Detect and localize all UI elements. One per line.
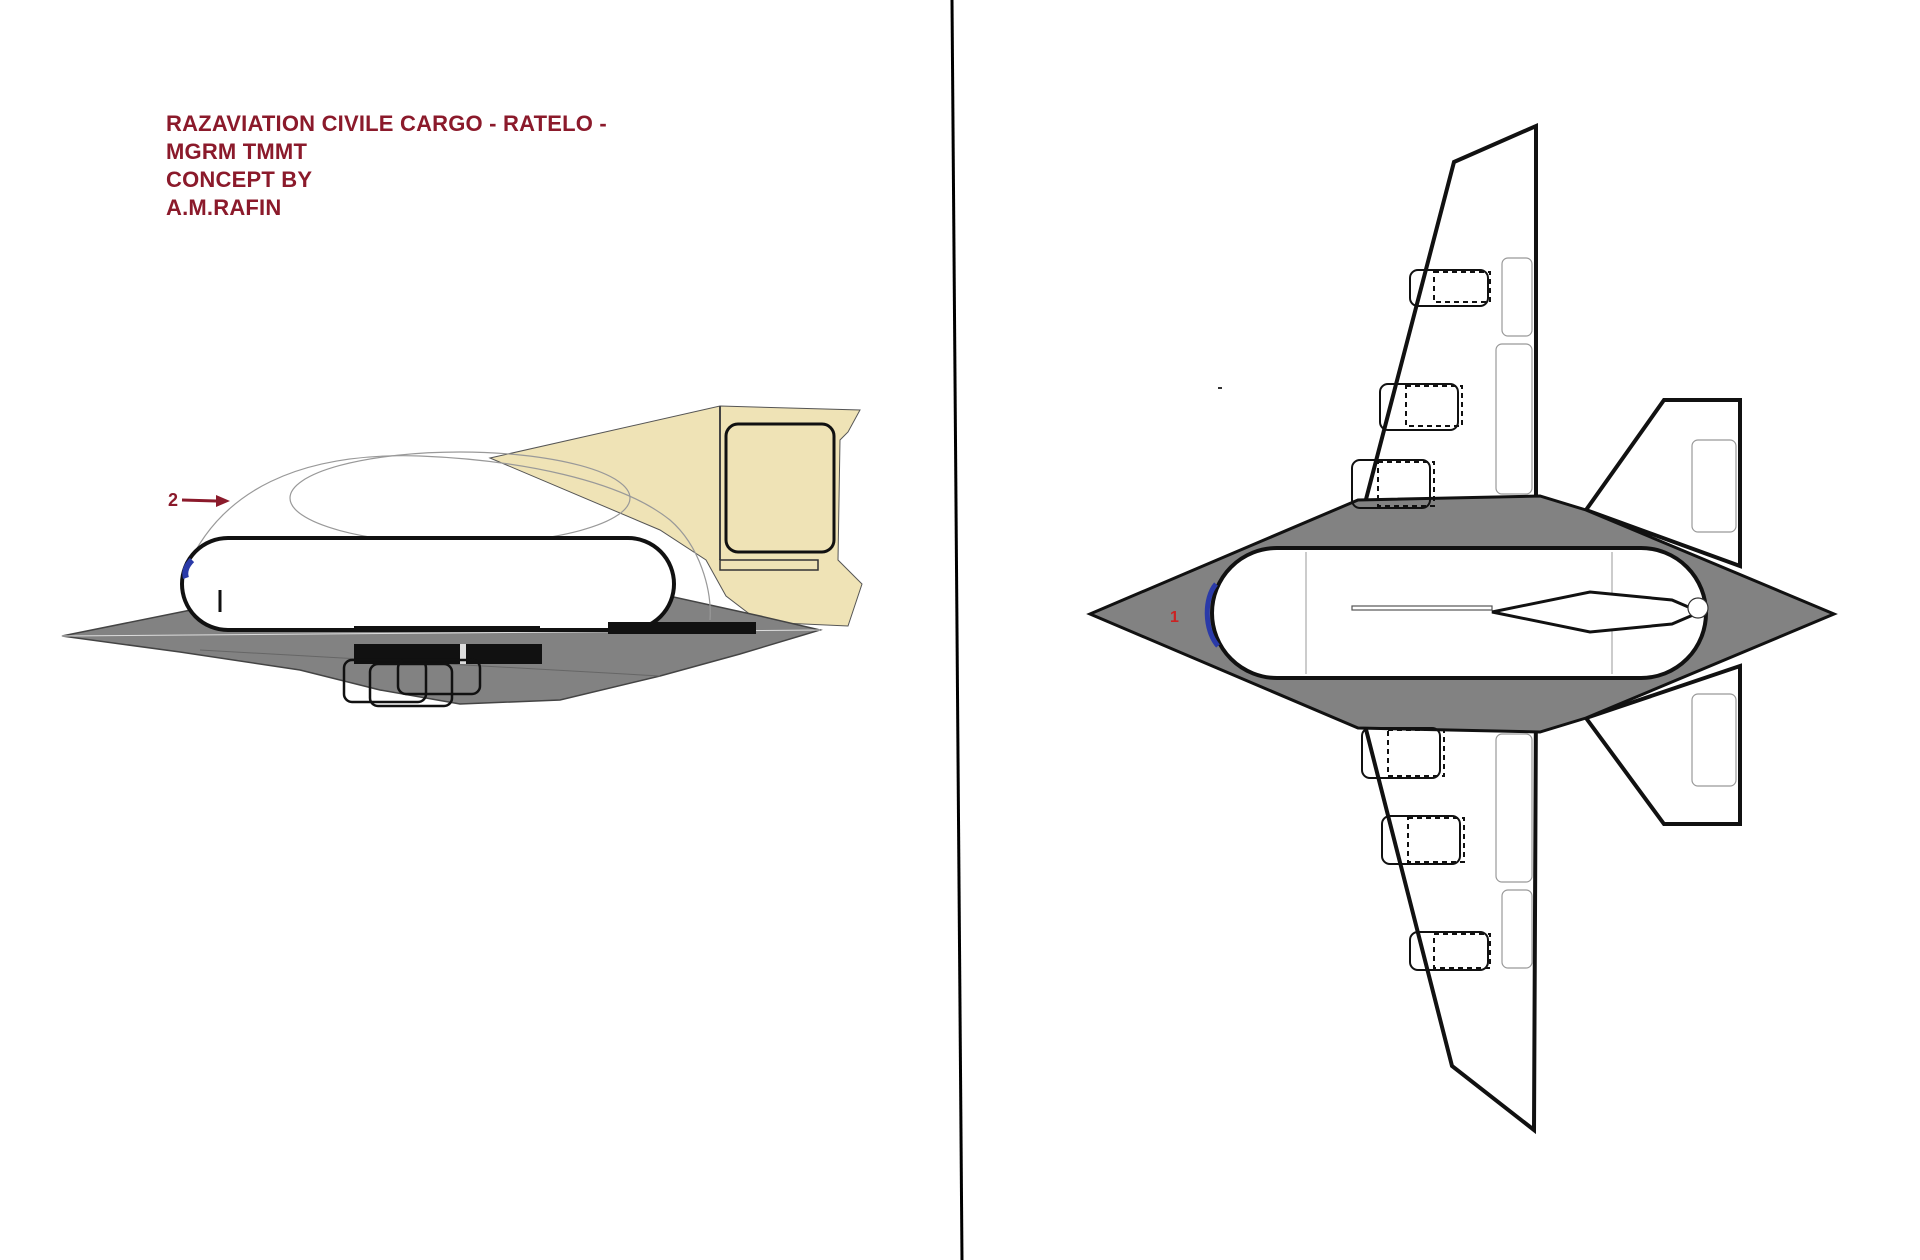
engine-pod-u2 [1379,383,1459,431]
upper-stabilizer [1582,398,1742,569]
upper-wing [1355,122,1538,535]
fuselage-center-slot [1351,605,1493,611]
lower-stabilizer [1582,663,1742,826]
drawing-title: RAZAVIATION CIVILE CARGO - RATELO - MGRM… [166,110,607,222]
panel-divider [950,0,964,1260]
upper-engine-pods [1351,269,1491,509]
engine-pod-l2 [1381,815,1461,865]
engine-nacelle-2 [368,662,454,708]
callout-2-arrow-shaft [181,498,217,503]
lower-flaps [1495,733,1533,969]
tail-cargo-door [724,422,836,554]
belly-bar-gap [460,644,466,664]
engine-pod-u1 [1409,269,1489,307]
callout-1-label: 1 [1170,609,1179,626]
lower-wing [1355,696,1539,1135]
top-cockpit-window [1204,582,1221,648]
title-line-2: MGRM TMMT [166,139,308,164]
flap-u2 [1495,343,1533,495]
elevator-upper [1691,439,1737,533]
title-line-4: A.M.RAFIN [166,195,282,220]
flap-l2 [1501,889,1533,969]
engine-pod-u3-inner [1377,461,1435,507]
engine-pod-l2-inner [1407,817,1465,863]
callout-2-label: 2 [168,490,178,510]
engine-pod-l3 [1409,931,1489,971]
elevator-lower [1691,693,1737,787]
tail-hub [1687,597,1709,619]
engine-pod-l1-inner [1387,729,1445,777]
callout-2-arrow-head [216,495,230,507]
belly-strip-upper [354,626,540,631]
engine-pod-l3-inner [1433,933,1491,969]
engine-pod-l1 [1361,727,1441,779]
canopy-outline [185,455,711,621]
lower-engine-pods [1361,727,1491,971]
side-fuselage [180,536,676,632]
title-line-3: CONCEPT BY [166,167,313,192]
aft-bar [608,622,756,634]
tail-fin [488,405,863,627]
flap-l1 [1495,733,1533,883]
engine-nacelle-3 [396,658,482,696]
engine-pod-u2-inner [1405,385,1463,427]
cockpit-window [182,557,195,579]
tail-lower-frame [719,559,819,571]
top-view: 1 [1086,122,1838,1135]
title-line-1: RAZAVIATION CIVILE CARGO - RATELO - [166,111,607,136]
engine-pod-u3 [1351,459,1431,509]
upper-flaps [1495,257,1533,495]
side-view: 2 [61,405,863,708]
engine-pod-u1-inner [1433,271,1491,303]
engine-nacelle-1 [342,658,428,704]
flap-u1 [1501,257,1533,337]
